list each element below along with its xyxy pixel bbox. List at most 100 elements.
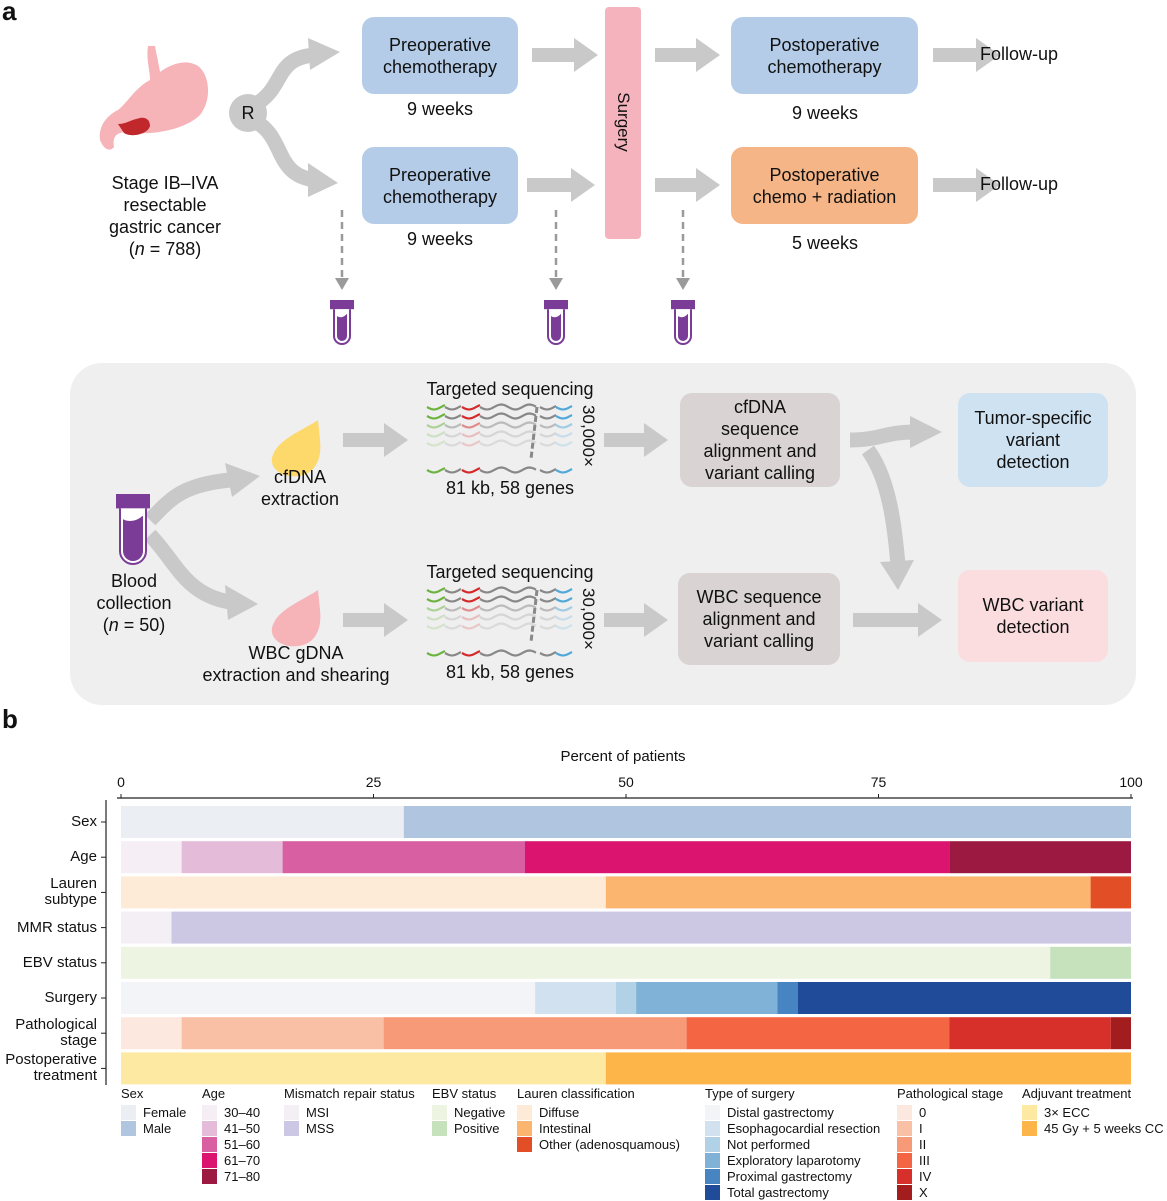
flow-arrow <box>655 168 720 202</box>
arm2-preop-chemo-box: Preoperative chemotherapy <box>362 147 518 224</box>
sequencing-read <box>426 440 446 447</box>
arrows <box>144 38 1000 637</box>
row-label: Surgery <box>44 989 97 1006</box>
legend-item: 51–60 <box>202 1137 260 1153</box>
legend-swatch <box>1022 1121 1037 1136</box>
sequencing-read <box>479 439 537 447</box>
bar-segment <box>1050 946 1131 979</box>
legend-swatch <box>705 1137 720 1152</box>
legend-swatch <box>202 1121 217 1136</box>
legend-item: Proximal gastrectomy <box>705 1169 852 1185</box>
sequencing-read <box>444 441 462 447</box>
row-label: Lauren subtype <box>44 875 97 909</box>
sequencing-read <box>539 432 557 438</box>
arm1-postop-chemo-box: Postoperative chemotherapy <box>731 17 918 94</box>
legend-item: Female <box>121 1105 186 1121</box>
legend-item: Intestinal <box>517 1121 591 1137</box>
sequencing-read <box>461 404 481 411</box>
blood-tube-icon <box>544 300 568 345</box>
legend-label: Other (adenosquamous) <box>539 1137 680 1152</box>
bar-segment <box>121 1052 606 1085</box>
bar-segment <box>777 982 798 1014</box>
sequencing-read <box>426 431 446 438</box>
bar-segment <box>383 1017 687 1050</box>
stomach-icon <box>99 46 209 150</box>
randomization-label: R <box>241 103 255 123</box>
arm1-preop-duration: 9 weeks <box>406 99 474 119</box>
row-label: MMR status <box>16 918 97 936</box>
legend-swatch <box>705 1121 720 1136</box>
legend-swatch <box>897 1185 912 1200</box>
legend-swatch <box>284 1105 299 1120</box>
sequencing-read <box>426 650 446 657</box>
x-tick-label: 25 <box>365 774 382 790</box>
blood-to-wbc-arrow-head <box>225 585 258 620</box>
sequencing-read <box>444 423 462 429</box>
legend-label: Intestinal <box>539 1121 592 1136</box>
sequencing-read <box>426 614 446 621</box>
sequencing-read <box>444 597 462 603</box>
legend-swatch <box>517 1105 532 1120</box>
flow-arrow <box>527 168 595 202</box>
sequencing-read <box>444 651 462 657</box>
sequencing-read <box>539 414 557 420</box>
bar-segment <box>181 841 283 874</box>
wbc-drop-icon <box>271 590 321 647</box>
sampling-arrow-head <box>549 278 563 290</box>
sequencing-read <box>555 423 573 429</box>
legend-label: 0 <box>919 1105 927 1120</box>
sequencing-read <box>479 586 537 594</box>
flow-arrow <box>604 603 668 637</box>
legend-label: I <box>919 1121 923 1136</box>
row-label: Pathological stage <box>15 1016 97 1050</box>
sequencing-read <box>479 622 537 630</box>
sequencing-read <box>539 615 557 621</box>
legend-swatch <box>432 1105 447 1120</box>
panel-a-label: a <box>2 0 17 26</box>
sequencing-read <box>555 414 573 420</box>
bar-segment <box>1110 1017 1131 1050</box>
sequencing-read <box>555 588 573 594</box>
x-axis-title: Percent of patients <box>560 748 686 765</box>
sequencing-read <box>444 606 462 612</box>
cfdna-to-wbc-detection-arrow <box>861 445 906 566</box>
bar-segment <box>535 982 616 1014</box>
sequencing-read <box>461 413 481 420</box>
sequencing-read <box>461 623 481 630</box>
bar-segment <box>121 982 536 1014</box>
sequencing-read <box>426 413 446 420</box>
legend-item: Total gastrectomy <box>705 1185 829 1201</box>
sequencing-read <box>426 467 446 474</box>
legend-label: Not performed <box>727 1137 811 1152</box>
flow-arrow <box>532 38 598 72</box>
sequencing-read <box>479 604 537 612</box>
randomize-arm1-arrow <box>253 47 316 110</box>
surgery-label: Surgery <box>614 92 633 152</box>
row-label: Postoperative treatment <box>5 1051 97 1085</box>
flow-arrow <box>933 38 1000 72</box>
sequencing-read <box>444 624 462 630</box>
legend-label: Female <box>143 1105 187 1120</box>
sequencing-read <box>555 606 573 612</box>
legend-label: Exploratory laparotomy <box>727 1153 861 1168</box>
cfdna-seq-title: Targeted sequencing <box>426 379 594 399</box>
legend-swatch <box>897 1169 912 1184</box>
flow-arrow <box>343 603 408 637</box>
legend-title: Mismatch repair status <box>284 1086 415 1101</box>
bar-segment <box>686 1017 950 1050</box>
legend-item: Negative <box>432 1105 505 1121</box>
flow-arrow <box>343 423 408 457</box>
wbc-extraction-label: WBC gDNA extraction and shearing <box>202 643 390 685</box>
bar-segment <box>615 982 637 1014</box>
x-tick-label: 0 <box>117 774 125 790</box>
wbc-seq-panel: 81 kb, 58 genes <box>445 662 575 682</box>
bar-segment <box>525 841 950 874</box>
legend-item: 41–50 <box>202 1121 260 1137</box>
bar-segment <box>605 876 1091 909</box>
legend-item: 71–80 <box>202 1169 260 1185</box>
legend-label: IV <box>919 1169 932 1184</box>
wbc-seq-title: Targeted sequencing <box>426 562 594 582</box>
legend-swatch <box>897 1105 912 1120</box>
tumor-variant-detection-box: Tumor-specific variant detection <box>958 393 1108 487</box>
cfdna-alignment-box: cfDNA sequence alignment and variant cal… <box>680 393 840 487</box>
